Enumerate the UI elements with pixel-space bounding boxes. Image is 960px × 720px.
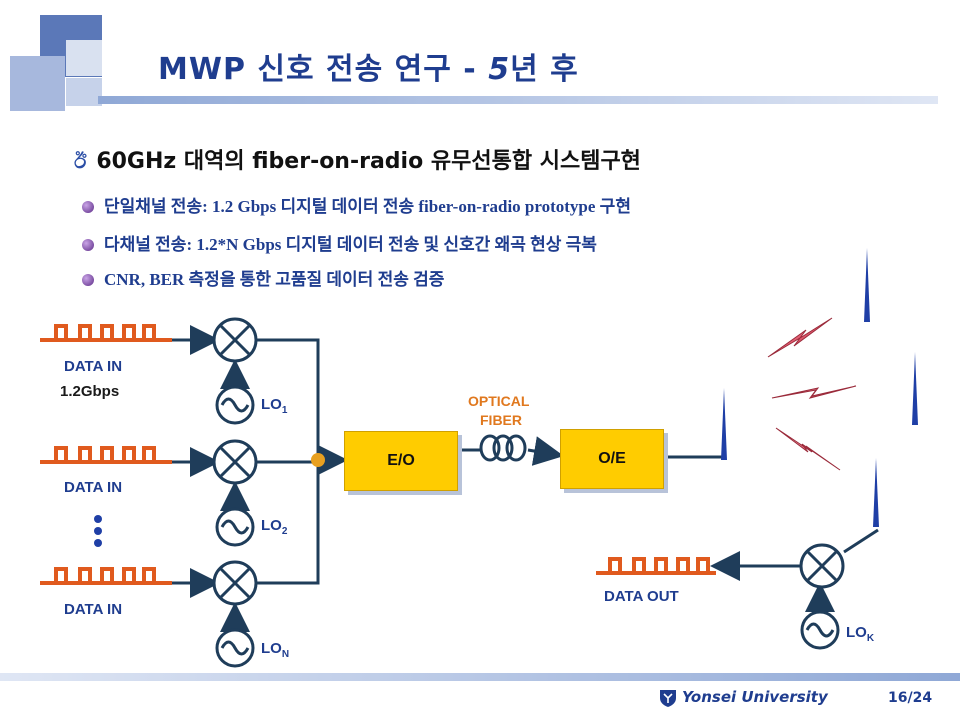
slide-title: MWP 신호 전송 연구 - 5년 후 bbox=[158, 52, 579, 87]
optical-fiber-coil-icon bbox=[479, 434, 527, 462]
sub-bullet: 다채널 전송: 1.2*N Gbps 디지털 데이터 전송 및 신호간 왜곡 현… bbox=[82, 230, 597, 255]
data-in-label-3: DATA IN bbox=[64, 601, 123, 618]
decor-square bbox=[10, 56, 65, 111]
eo-converter-box: E/O bbox=[344, 431, 458, 491]
ellipsis-dots bbox=[94, 515, 102, 547]
optical-label: OPTICAL bbox=[468, 393, 530, 409]
lo-2-label: LO2 bbox=[261, 517, 288, 537]
decor-square bbox=[66, 40, 102, 76]
title-rule bbox=[98, 96, 938, 104]
sphere-bullet-icon bbox=[82, 201, 94, 213]
antenna-icons bbox=[721, 248, 918, 527]
sphere-bullet-icon bbox=[82, 239, 94, 251]
lo-k-label: LOK bbox=[846, 624, 875, 644]
sub-bullet: CNR, BER 측정을 통한 고품질 데이터 전송 검증 bbox=[82, 265, 444, 290]
university-name: Yonsei University bbox=[682, 688, 828, 706]
antenna-icon bbox=[864, 248, 870, 322]
data-out-label: DATA OUT bbox=[604, 588, 679, 605]
rx-antenna-icon bbox=[873, 458, 879, 527]
wireless-bolt-icons bbox=[767, 317, 857, 471]
antenna-icon bbox=[912, 352, 918, 425]
data-in-label-1: DATA IN bbox=[64, 358, 123, 375]
decor-square bbox=[66, 78, 102, 106]
data-in-waveform-1 bbox=[40, 324, 172, 342]
lightning-bolt-icon bbox=[767, 317, 833, 358]
sphere-bullet-icon bbox=[82, 274, 94, 286]
lo-1-label: LO1 bbox=[261, 396, 288, 416]
data-out-waveform bbox=[596, 557, 716, 575]
rate-label: 1.2Gbps bbox=[60, 383, 120, 400]
lightning-bolt-icon bbox=[771, 385, 857, 399]
fiber-label: FIBER bbox=[480, 412, 522, 428]
tx-antenna-icon bbox=[721, 388, 727, 460]
sub-bullet: 단일채널 전송: 1.2 Gbps 디지털 데이터 전송 fiber-on-ra… bbox=[82, 192, 631, 217]
lightning-bolt-icon bbox=[775, 427, 841, 471]
university-shield-icon bbox=[660, 690, 676, 707]
page-number: 16/24 bbox=[888, 690, 933, 706]
data-in-waveform-2 bbox=[40, 446, 172, 464]
data-in-label-2: DATA IN bbox=[64, 479, 123, 496]
data-in-waveform-3 bbox=[40, 567, 172, 585]
junction-dot bbox=[311, 453, 325, 467]
footer-rule bbox=[0, 673, 960, 681]
bullet-icon: ඊ bbox=[74, 149, 87, 173]
oe-converter-box: O/E bbox=[560, 429, 664, 489]
lo-n-label: LON bbox=[261, 640, 290, 660]
